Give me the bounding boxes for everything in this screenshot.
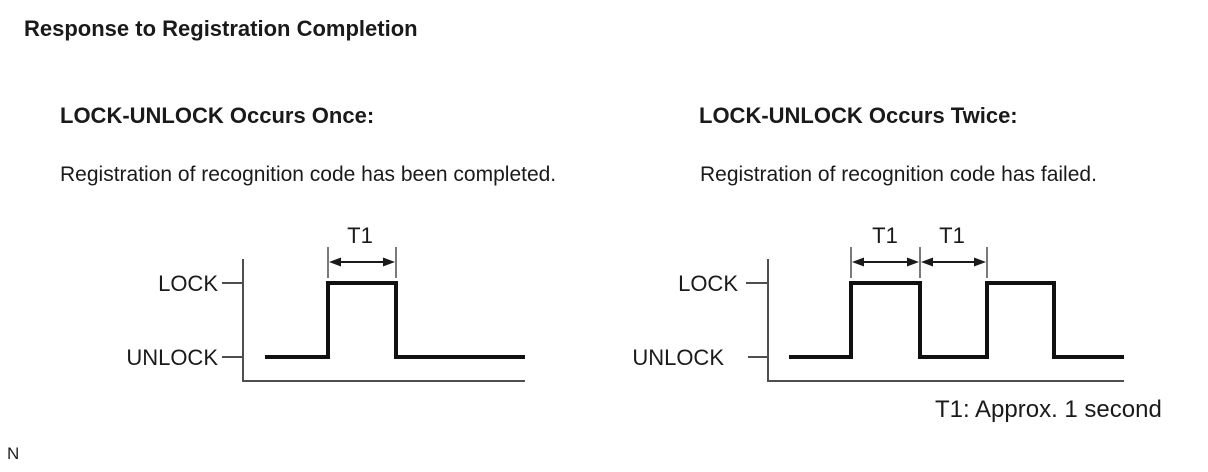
panel-twice-heading: LOCK-UNLOCK Occurs Twice: xyxy=(699,103,1018,128)
t1-definition-note: T1: Approx. 1 second xyxy=(935,396,1162,423)
unlock-level-label: UNLOCK xyxy=(126,345,218,370)
footer-char: N xyxy=(7,444,20,463)
page-title: Response to Registration Completion xyxy=(24,16,418,41)
t1-arrow-2-left-head xyxy=(921,257,933,267)
t1-arrow-2-right-head xyxy=(974,257,986,267)
waveform-single-pulse xyxy=(265,281,525,359)
t1-arrow-left-head xyxy=(329,257,341,267)
t1-dimension-label: T1 xyxy=(347,223,373,248)
timing-diagram-once: LOCK UNLOCK T1 xyxy=(126,223,525,382)
axes xyxy=(242,259,525,382)
t1-arrow-right-head xyxy=(383,257,395,267)
panel-once-heading: LOCK-UNLOCK Occurs Once: xyxy=(60,103,375,128)
t1-arrow-1-left-head xyxy=(852,257,864,267)
unlock-level-label: UNLOCK xyxy=(632,345,724,370)
lock-level-label: LOCK xyxy=(158,271,218,296)
timing-diagram-twice: LOCK UNLOCK T1 T1 xyxy=(632,223,1124,382)
waveform-double-pulse xyxy=(789,281,1124,359)
t1-dimension-label-2: T1 xyxy=(939,223,965,248)
panel-twice-description: Registration of recognition code has fai… xyxy=(700,163,1097,186)
axes xyxy=(767,259,1124,382)
panel-once-description: Registration of recognition code has bee… xyxy=(60,163,557,186)
t1-arrow-1-right-head xyxy=(907,257,919,267)
lock-level-label: LOCK xyxy=(678,271,738,296)
t1-dimension-label-1: T1 xyxy=(872,223,898,248)
